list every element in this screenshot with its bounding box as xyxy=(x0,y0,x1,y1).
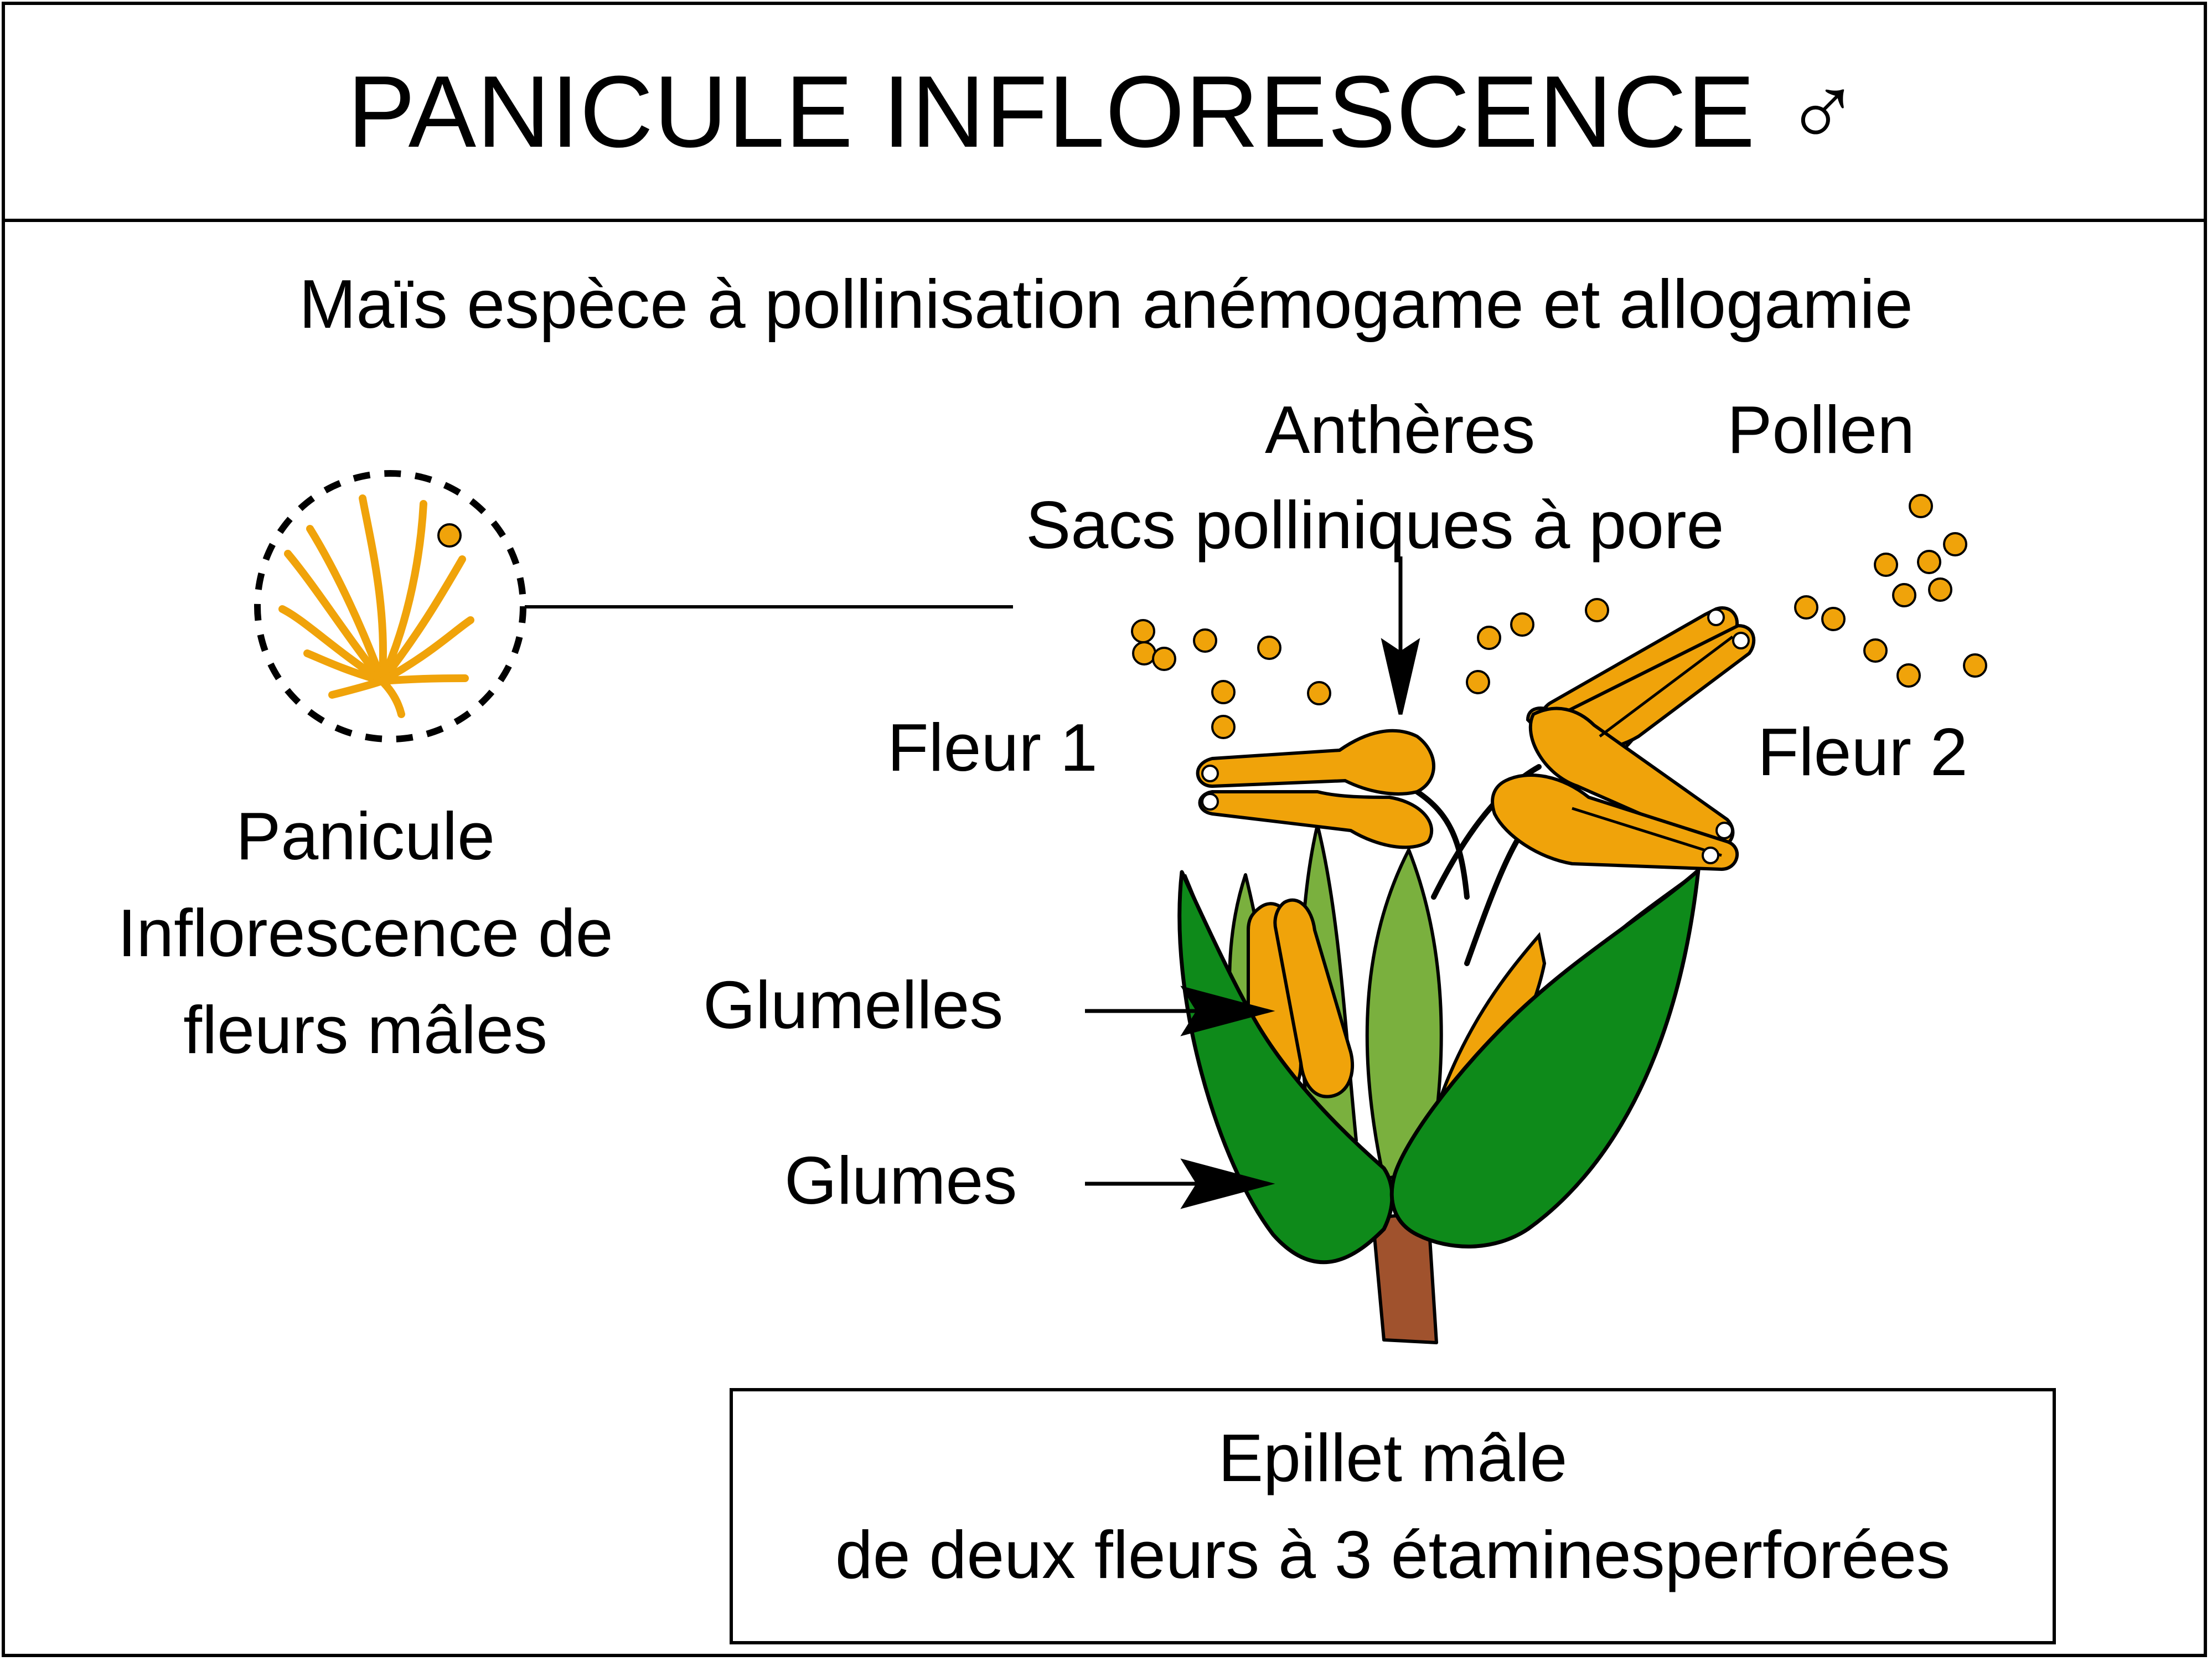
panicle-label-line-2: Inflorescence de xyxy=(117,895,613,971)
title-bar: PANICULE INFLORESCENCE ♂ xyxy=(5,5,2204,222)
arrows xyxy=(1085,556,1420,1209)
fleur1-anthers xyxy=(1196,729,1435,849)
panicle-label-line-3: fleurs mâles xyxy=(183,992,547,1067)
label-fleur-1: Fleur 1 xyxy=(887,710,1098,785)
pollen-grains xyxy=(1131,494,1987,739)
glume-right xyxy=(1389,868,1701,1249)
fleur2-anthers xyxy=(1491,606,1756,871)
label-fleur-2: Fleur 2 xyxy=(1758,714,1968,790)
subtitle: Maïs espèce à pollinisation anémogame et… xyxy=(299,266,1913,343)
label-glumes: Glumes xyxy=(784,1143,1017,1218)
label-antheres: Anthères xyxy=(1265,392,1536,467)
anthers-lower xyxy=(1247,898,1355,1104)
label-glumelles: Glumelles xyxy=(703,967,1004,1043)
caption-line-1: Epillet mâle xyxy=(1218,1420,1568,1495)
panicle-inset xyxy=(254,470,526,742)
page-title: PANICULE INFLORESCENCE ♂ xyxy=(347,54,1862,168)
caption-box: Epillet mâle de deux fleurs à 3 étamines… xyxy=(730,1388,2056,1644)
label-pollen: Pollen xyxy=(1727,392,1915,467)
caption-line-2: de deux fleurs à 3 étaminesperforées xyxy=(835,1517,1951,1592)
panicle-label-line-1: Panicule xyxy=(236,798,495,874)
label-sacs-polliniques: Sacs polliniques à pore xyxy=(1026,487,1724,563)
